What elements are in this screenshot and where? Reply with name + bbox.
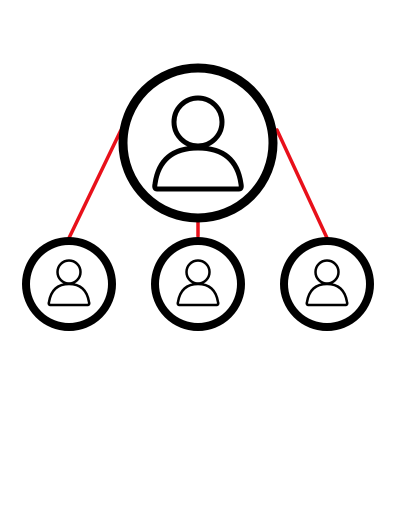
user-icon [305,259,349,307]
connector-right [275,128,329,240]
child-node-2 [151,237,245,331]
user-icon [176,259,220,307]
connector-left [67,128,123,240]
user-icon [47,259,91,307]
connectors [67,128,329,240]
root-node [118,63,278,223]
child-node-1 [22,237,116,331]
user-icon [152,95,244,192]
child-node-3 [280,237,374,331]
